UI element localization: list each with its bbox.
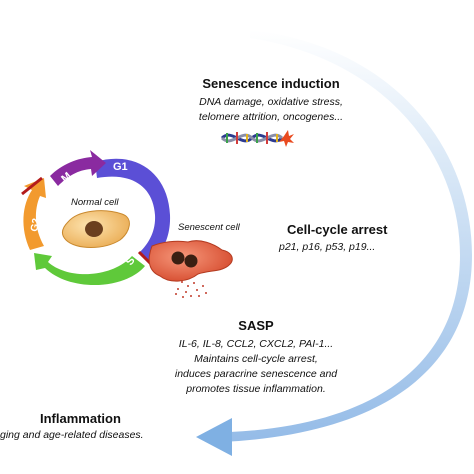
normal-cell-icon [61, 210, 130, 248]
senescent-cell-label: Senescent cell [178, 222, 240, 233]
cell-cycle-arrest-subtitle: p21, p16, p53, p19... [279, 241, 376, 253]
cell-cycle-arrest-title: Cell-cycle arrest [287, 222, 388, 237]
phase-arrow-s [34, 253, 145, 286]
phase-arrow-m [50, 150, 106, 186]
inflammation-title: Inflammation [40, 411, 121, 426]
sasp-secretion-dots [175, 281, 207, 298]
sasp-line-1: IL-6, IL-8, CCL2, CXCL2, PAI-1... [178, 338, 334, 350]
inflammation-subtitle: ging and age-related diseases. [0, 429, 144, 441]
sasp-line-3: induces paracrine senescence and [174, 368, 338, 380]
senescence-induction-line-2: telomere attrition, oncogenes... [198, 111, 344, 123]
dna-helix-icon [220, 130, 294, 147]
senescence-induction-line-1: DNA damage, oxidative stress, [199, 96, 343, 108]
block-mark-m [21, 176, 43, 196]
senescence-induction-title: Senescence induction [202, 76, 340, 91]
senescent-cell-icon [148, 240, 233, 282]
phase-arrow-g2 [23, 178, 46, 250]
phase-arrow-g1 [95, 158, 171, 262]
normal-cell-label: Normal cell [71, 197, 119, 208]
sasp-line-2: Maintains cell-cycle arrest, [194, 353, 318, 365]
phase-label-g2: G2 [29, 217, 42, 232]
sasp-title: SASP [238, 318, 274, 333]
sasp-line-4: promotes tissue inflammation. [186, 383, 326, 395]
phase-label-g1: G1 [113, 161, 128, 173]
big-flow-arrowhead [196, 418, 232, 456]
